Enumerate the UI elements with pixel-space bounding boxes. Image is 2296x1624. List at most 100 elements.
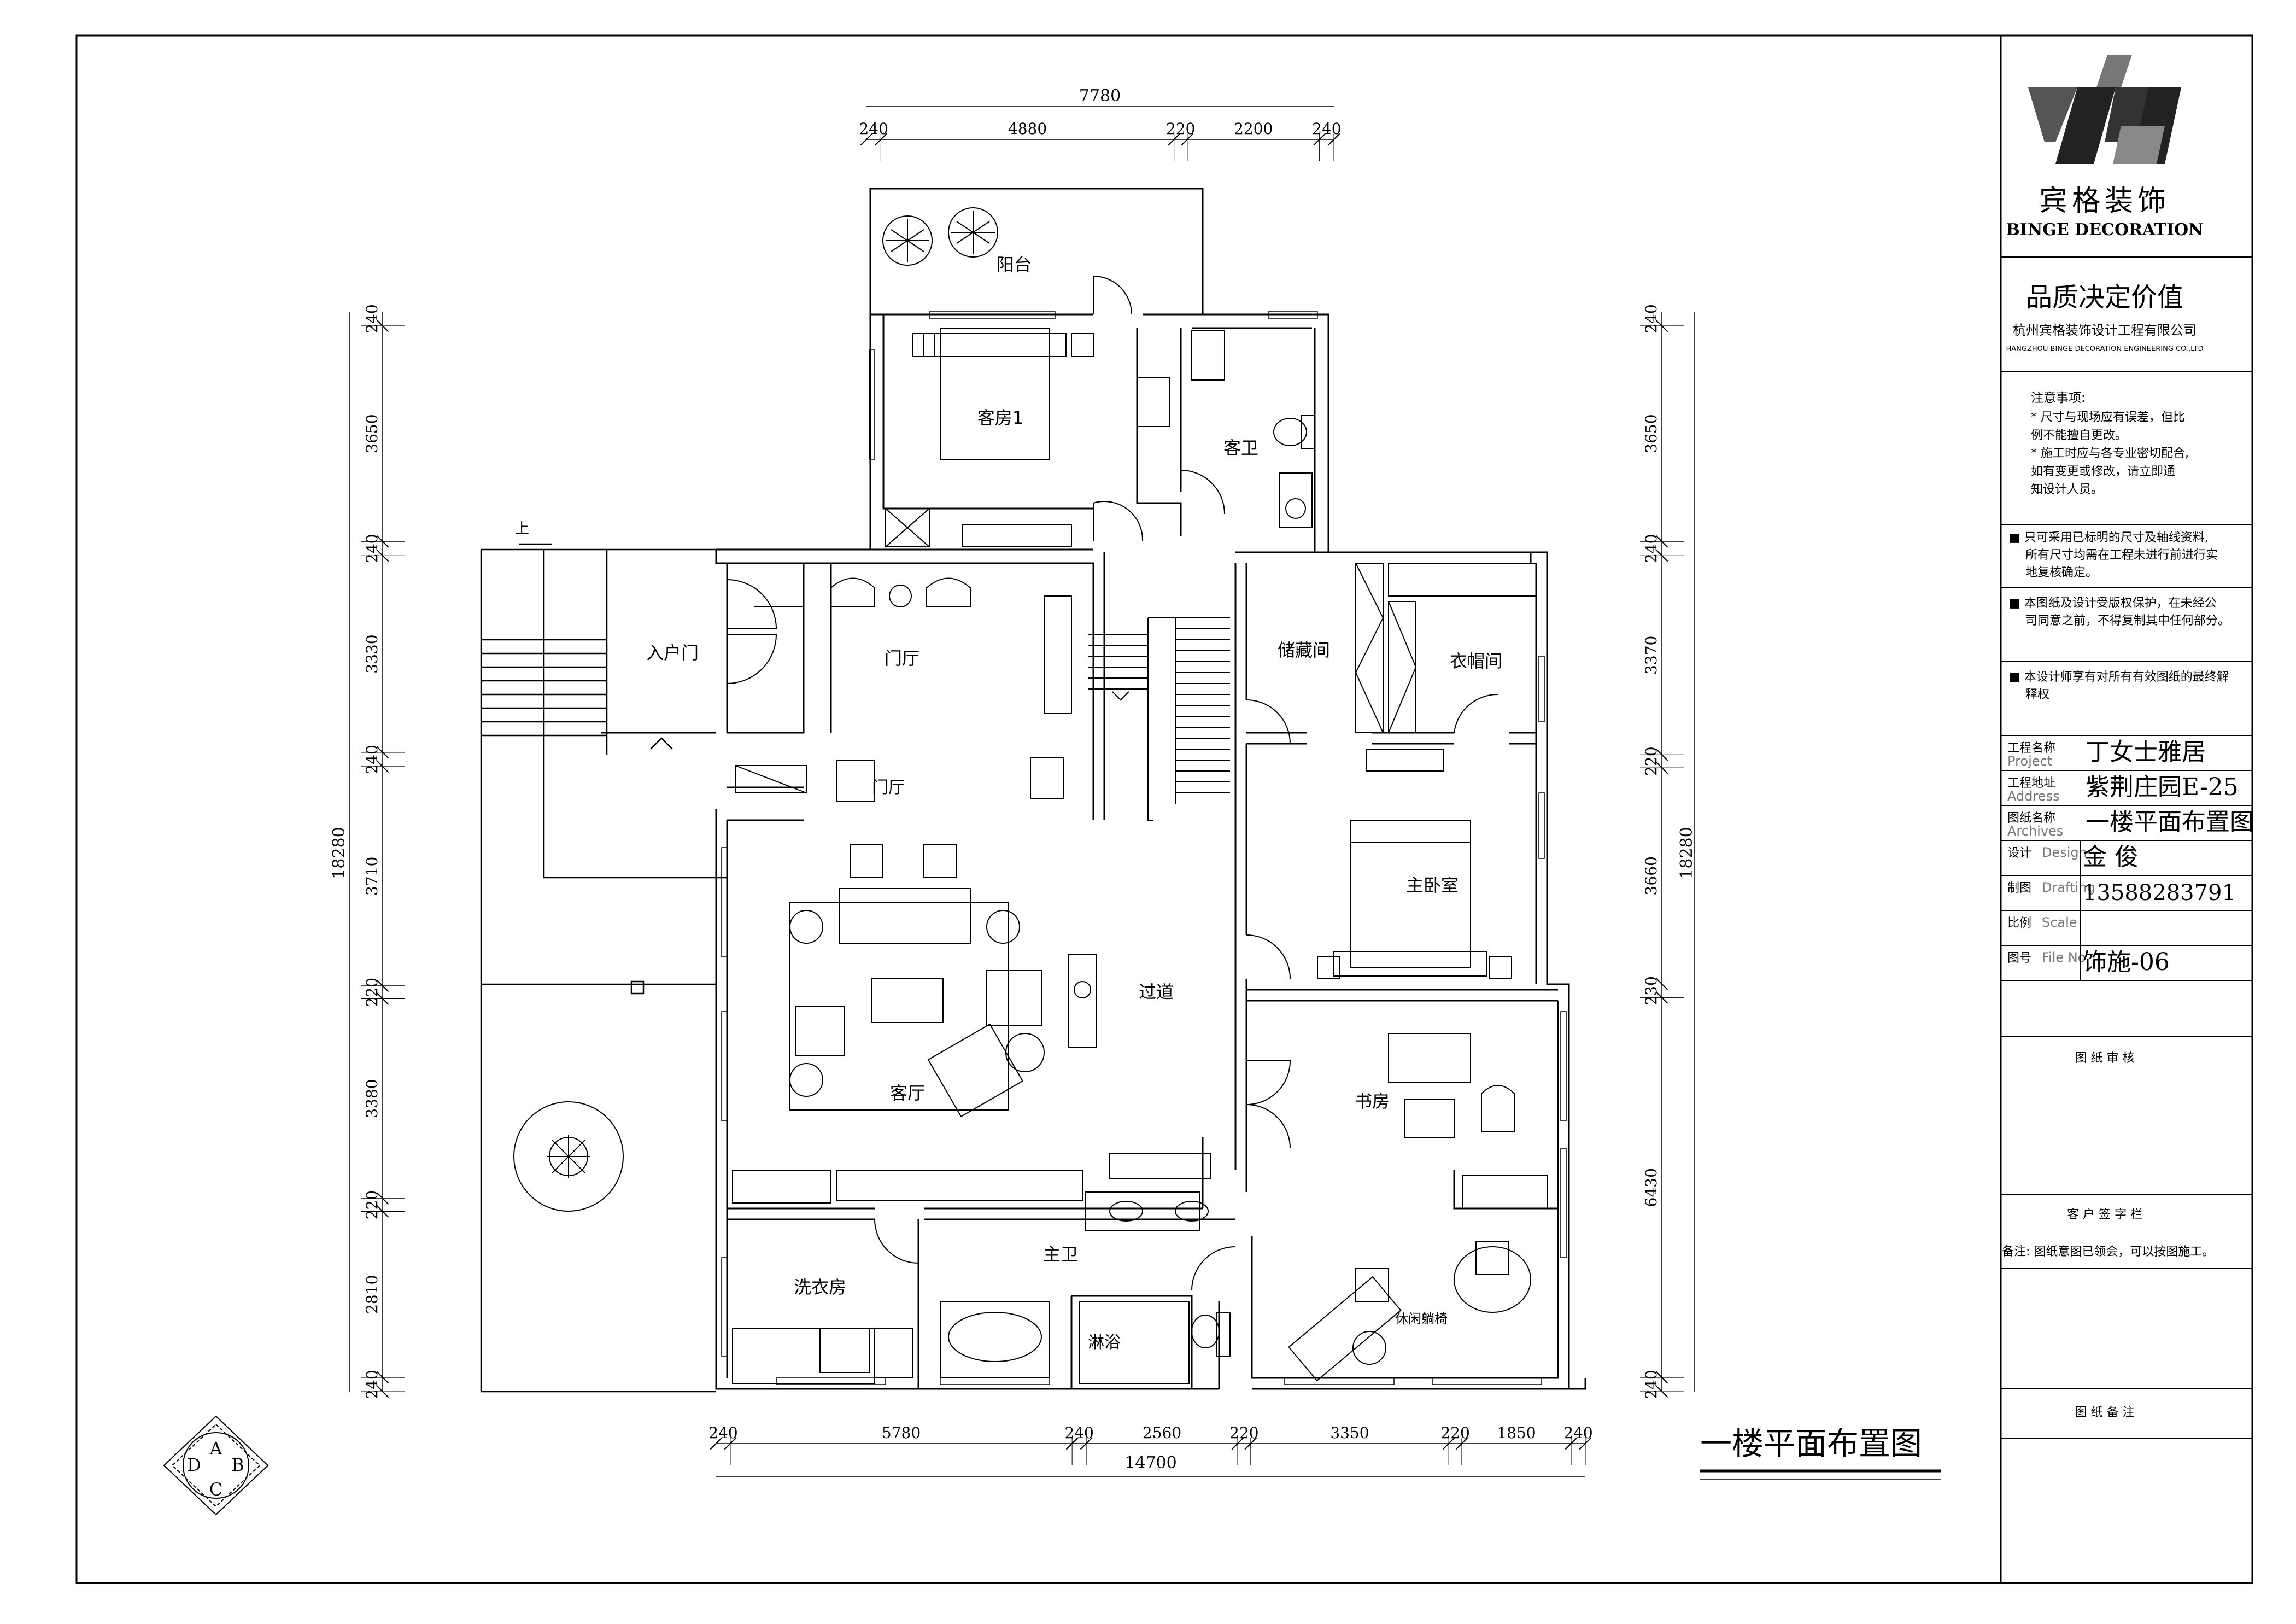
dimension-value: 220 <box>1642 746 1660 775</box>
lounge-chair-label: 休闲躺椅 <box>1395 1311 1448 1327</box>
compass-letter: A <box>209 1438 222 1459</box>
room-label-master-bath: 主卫 <box>1043 1244 1078 1265</box>
field-label-en: Drafting <box>2042 880 2095 895</box>
rule-line: 司同意之前，不得复制其中任何部分。 <box>2025 614 2230 628</box>
dimension-value: 3660 <box>1642 856 1660 895</box>
field-label: 比例 <box>2007 916 2031 930</box>
compass-letter: B <box>231 1454 244 1475</box>
dimension-value: 2810 <box>363 1275 381 1314</box>
notes-heading: 注意事项: <box>2031 391 2086 405</box>
dimension-value: 220 <box>1440 1424 1469 1442</box>
field-label: 工程地址 <box>2007 776 2055 790</box>
dimension-value: 240 <box>363 745 381 774</box>
compass-letter: C <box>209 1479 222 1500</box>
room-label-master-bedroom: 主卧室 <box>1406 875 1459 896</box>
dimension-value: 240 <box>1064 1424 1093 1442</box>
room-label-balcony: 阳台 <box>997 254 1032 275</box>
walls <box>601 188 1586 1390</box>
dimension-value: 240 <box>1563 1424 1592 1442</box>
dimension-total-bottom: 14700 <box>1124 1453 1176 1473</box>
room-label-laundry: 洗衣房 <box>794 1277 846 1298</box>
notes-list: * 尺寸与现场应有误差，但比 例不能擅自更改。* 施工时应与各专业密切配合, 如… <box>2031 411 2189 496</box>
field-label: 设计 <box>2007 846 2031 860</box>
company-name-en: BINGE DECORATION <box>2006 220 2203 239</box>
field-label-en: Address <box>2007 788 2060 804</box>
field-label-en: File No. <box>2042 950 2090 965</box>
room-label-shower: 淋浴 <box>1088 1333 1121 1352</box>
field-label: 图纸名称 <box>2007 811 2055 825</box>
doors <box>727 275 1498 1291</box>
room-label-wardrobe: 衣帽间 <box>1450 651 1502 671</box>
field-label-en: Project <box>2007 753 2052 769</box>
compass-letter: D <box>187 1454 201 1475</box>
room-labels: 阳台 客房1 客卫 入户门 门厅 门厅 储藏间 衣帽间 主卧室 过道 客厅 书房… <box>515 254 1502 1352</box>
field-label: 制图 <box>2007 881 2031 895</box>
dimension-value: 220 <box>1229 1424 1258 1442</box>
dimension-ticks <box>361 133 1684 1465</box>
field-label: 图号 <box>2007 951 2031 965</box>
field-label-en: Archives <box>2007 823 2063 839</box>
terrace-stairs <box>480 543 727 1393</box>
company-name: 宾格装饰 <box>2039 185 2170 218</box>
compass-icon <box>163 1415 269 1516</box>
field-value: 饰施-06 <box>2083 948 2170 976</box>
rule-line: ■ 只可采用已标明的尺寸及轴线资料, <box>2009 531 2209 545</box>
dimension-value: 230 <box>1642 976 1660 1005</box>
dimension-value: 3650 <box>363 414 381 453</box>
rule-line: ■ 本图纸及设计受版权保护，在未经公 <box>2009 597 2217 610</box>
room-label-guest-bath: 客卫 <box>1223 437 1258 458</box>
review-label: 图 纸 审 核 <box>2075 1051 2135 1065</box>
dimension-value: 3710 <box>363 857 381 896</box>
rule-line: 释权 <box>2025 688 2049 702</box>
rule-line: ■ 本设计师享有对所有有效图纸的最终解 <box>2009 670 2229 684</box>
rule-line: 所有尺寸均需在工程未进行前进行实 <box>2025 548 2218 562</box>
interior-staircase <box>1088 617 1230 821</box>
field-label: 工程名称 <box>2007 741 2055 755</box>
dimension-value: 240 <box>1312 120 1341 138</box>
note-line: 如有变更或修改，请立即通 <box>2031 465 2175 478</box>
dimension-value: 240 <box>363 304 381 333</box>
dimension-value: 3370 <box>1642 636 1660 675</box>
room-label-study: 书房 <box>1355 1091 1390 1112</box>
dimension-value: 240 <box>1642 1370 1660 1399</box>
dimension-value: 3350 <box>1330 1424 1369 1442</box>
slogan: 品质决定价值 <box>2026 282 2183 313</box>
windows <box>721 311 1567 1385</box>
dimension-value: 240 <box>363 1370 381 1399</box>
room-label-foyer: 门厅 <box>885 648 919 669</box>
drawing-title: 一楼平面布置图 <box>1700 1425 1922 1462</box>
note-line: 知设计人员。 <box>2031 483 2103 496</box>
dimension-value: 220 <box>1166 120 1195 138</box>
field-value: 丁女士雅居 <box>2086 738 2206 766</box>
dimension-value: 220 <box>363 1190 381 1219</box>
client-sign-label: 客 户 签 字 栏 <box>2067 1208 2142 1222</box>
dimension-value: 240 <box>708 1424 737 1442</box>
dimension-value: 240 <box>859 120 888 138</box>
field-value: 金 俊 <box>2083 843 2139 871</box>
dimension-value: 240 <box>1642 534 1660 563</box>
field-value: 13588283791 <box>2083 880 2236 906</box>
stair-up-label: 上 <box>515 521 529 537</box>
field-value: 紫荆庄园E-25 <box>2086 773 2239 801</box>
drawing-notes-label: 图 纸 备 注 <box>2075 1406 2135 1419</box>
note-line: * 尺寸与现场应有误差，但比 <box>2031 411 2185 424</box>
company-full-name: 杭州宾格装饰设计工程有限公司 <box>2013 323 2197 338</box>
remark-text: 备注: 图纸意图已领会，可以按图施工。 <box>2002 1245 2214 1259</box>
dimension-lines <box>349 106 1695 1477</box>
rule-line: 地复核确定。 <box>2025 566 2098 580</box>
dimension-value: 3330 <box>363 634 381 673</box>
sheet-frame <box>75 34 2253 1584</box>
dimension-total-right: 18280 <box>1677 827 1696 879</box>
dimension-value: 240 <box>1642 304 1660 333</box>
field-label-en: Scale <box>2042 915 2077 930</box>
dimension-value: 2560 <box>1143 1424 1181 1442</box>
room-label-corridor: 过道 <box>1139 982 1174 1002</box>
dimension-total-left: 18280 <box>330 827 349 879</box>
room-label-guest-room: 客房1 <box>977 407 1023 428</box>
dimension-value: 3650 <box>1642 414 1660 453</box>
dimension-value: 5780 <box>882 1424 921 1442</box>
dimension-value: 1850 <box>1497 1424 1536 1442</box>
